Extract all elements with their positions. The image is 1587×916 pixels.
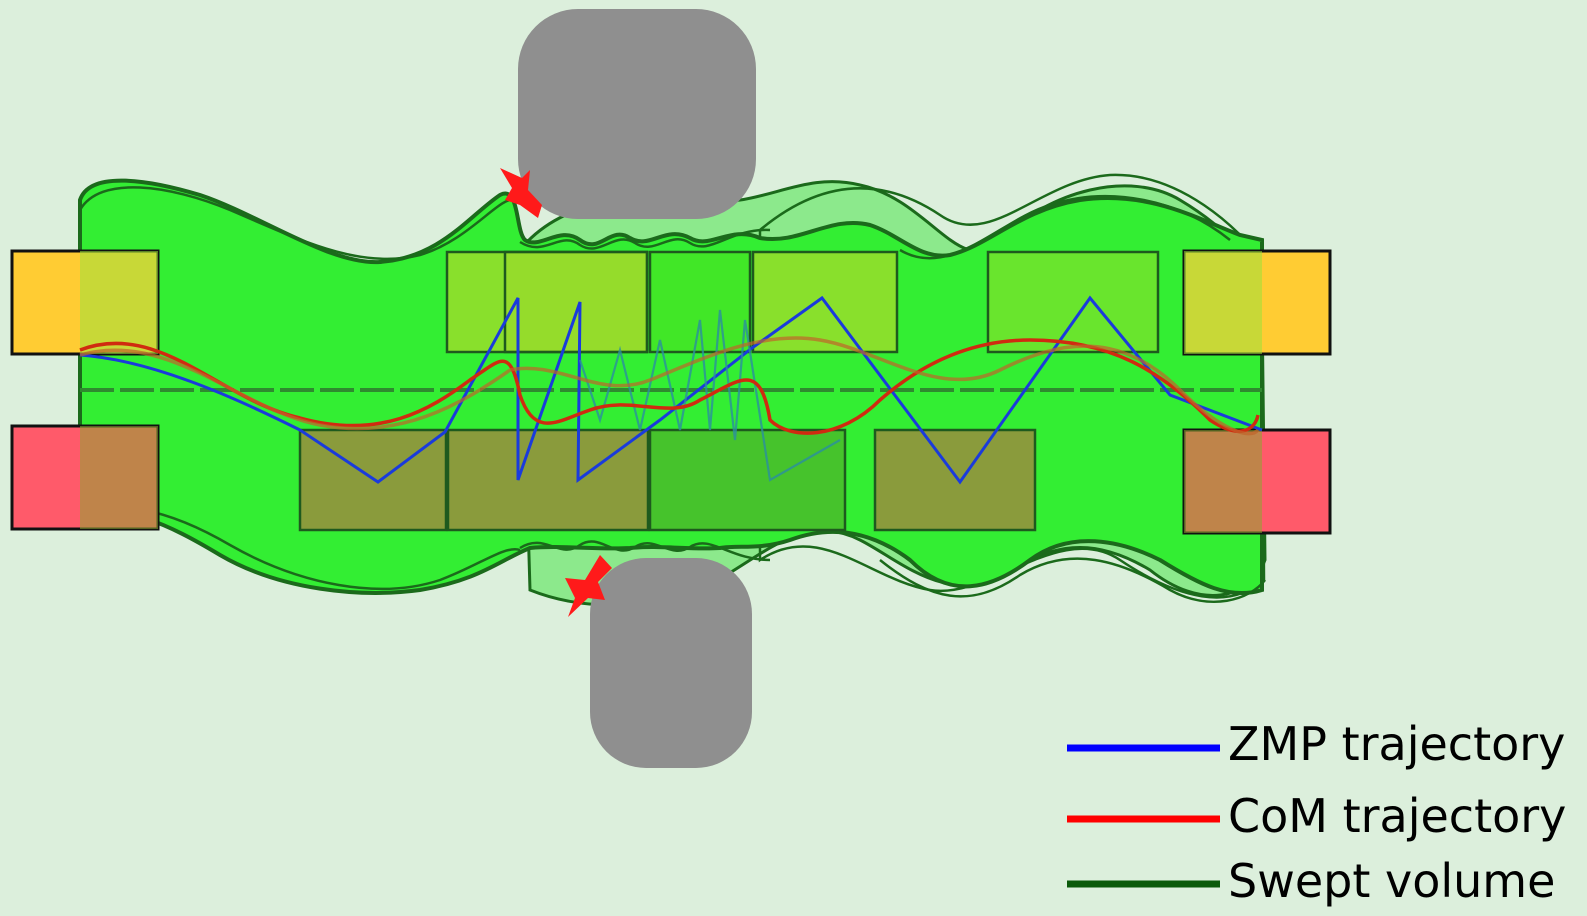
footstep — [873, 428, 1037, 532]
footstep — [648, 428, 847, 532]
footstep — [648, 250, 752, 354]
legend: ZMP trajectory CoM trajectory Swept volu… — [1067, 717, 1566, 908]
swept-volume-outlines — [78, 186, 1266, 604]
footsteps-left — [445, 250, 1160, 354]
footstep — [446, 428, 650, 532]
legend-zmp-label: ZMP trajectory — [1228, 717, 1565, 771]
obstacle-top — [518, 9, 756, 219]
zmp-trajectory — [79, 295, 1263, 485]
footsteps-right — [298, 428, 1037, 532]
obstacle-bottom — [590, 558, 752, 768]
collision-star-icon — [565, 555, 612, 617]
start-feet — [10, 249, 1332, 535]
legend-com-label: CoM trajectory — [1228, 789, 1566, 843]
footstep — [986, 250, 1160, 354]
com-trajectory — [79, 336, 1260, 436]
collision-star-icon — [500, 168, 542, 218]
footstep — [503, 250, 649, 354]
legend-swept-label: Swept volume — [1228, 854, 1555, 908]
zmp-trajectory-alternative — [578, 309, 841, 482]
